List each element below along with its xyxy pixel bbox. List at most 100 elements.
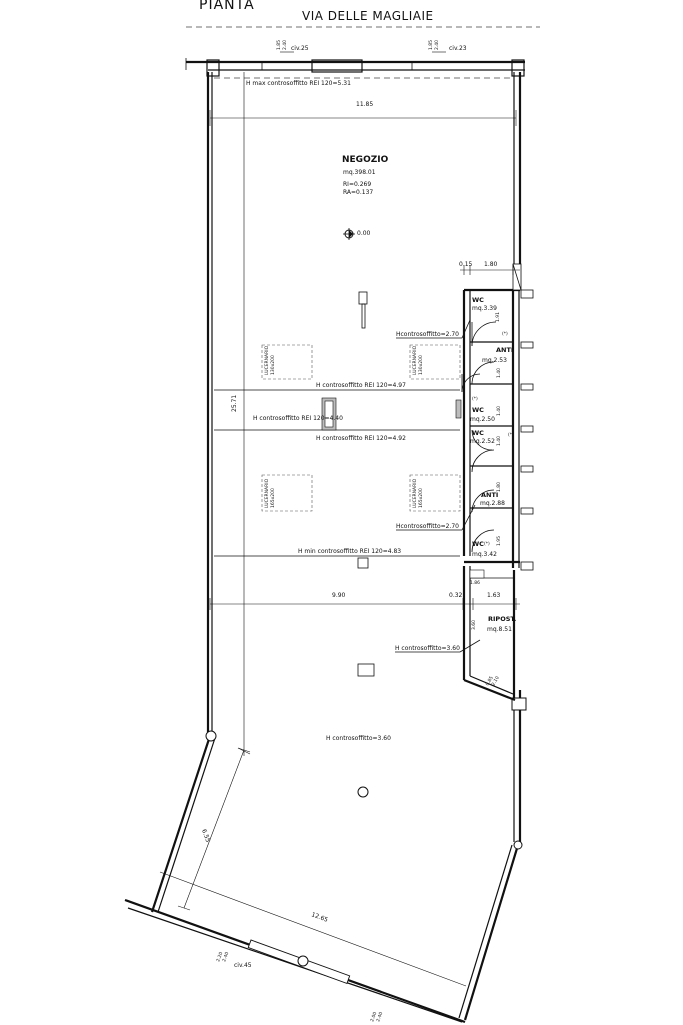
svg-text:mq.398.01: mq.398.01 bbox=[343, 169, 376, 176]
svg-text:1.86: 1.86 bbox=[470, 580, 480, 586]
svg-text:2.20: 2.20 bbox=[215, 951, 224, 963]
room-wc1: WC mq.3.39 1.91 (*) bbox=[472, 296, 508, 337]
room-anti1: ANTI mq.2.53 1.40 bbox=[482, 346, 513, 378]
entrance-civ23: 1.85 2.40 civ.23 bbox=[428, 40, 467, 53]
top-facade bbox=[186, 59, 525, 77]
svg-text:165x200: 165x200 bbox=[270, 488, 276, 508]
svg-text:RI=0.269: RI=0.269 bbox=[343, 181, 371, 188]
ceiling-h492: H controsoffitto REI 120=4.92 bbox=[316, 435, 406, 442]
svg-text:1.85: 1.85 bbox=[428, 40, 434, 50]
svg-text:LUCERNARIO: LUCERNARIO bbox=[264, 345, 270, 375]
svg-text:LUCERNARIO: LUCERNARIO bbox=[412, 478, 418, 508]
svg-text:RIPOST.: RIPOST. bbox=[488, 615, 516, 623]
column-fixture-stem bbox=[361, 303, 366, 329]
dim-width-top: 11.85 bbox=[209, 101, 517, 126]
svg-text:3.60: 3.60 bbox=[471, 620, 477, 630]
svg-text:130x200: 130x200 bbox=[270, 355, 276, 375]
svg-text:mq.2.88: mq.2.88 bbox=[480, 500, 505, 507]
svg-text:0.85: 0.85 bbox=[485, 675, 495, 687]
room-ripost: 1.86 RIPOST. mq.8.51 3.60 0.85 2.10 bbox=[462, 566, 516, 702]
svg-text:ANTI: ANTI bbox=[496, 346, 513, 354]
svg-text:1.80: 1.80 bbox=[496, 482, 502, 492]
room-name-negozio: NEGOZIO bbox=[342, 155, 389, 165]
svg-text:165x200: 165x200 bbox=[418, 488, 424, 508]
ceiling-h270b: Hcontrosoffitto=2.70 bbox=[396, 523, 459, 530]
column-fixture-2 bbox=[357, 557, 369, 569]
ceiling-h360b: H controsoffitto=3.60 bbox=[326, 735, 391, 742]
entrance-civ45-label: civ.45 bbox=[234, 962, 252, 969]
room-wc3: WC mq.2.52 (*) 1.40 bbox=[470, 429, 514, 446]
svg-text:WC: WC bbox=[472, 296, 484, 304]
skylight-3: LUCERNARIO 165x200 bbox=[261, 474, 313, 512]
svg-text:0.15: 0.15 bbox=[459, 261, 473, 268]
services-block bbox=[455, 263, 534, 571]
svg-text:mq.2.53: mq.2.53 bbox=[482, 357, 507, 364]
svg-text:WC: WC bbox=[472, 406, 484, 414]
dim-height-total: 25.71 bbox=[231, 72, 251, 756]
room-wc4: WC (*) mq.3.42 1.95 bbox=[472, 536, 502, 558]
svg-text:1.63: 1.63 bbox=[487, 592, 501, 599]
entrance-civ25: 1.85 2.40 civ.25 bbox=[276, 40, 309, 53]
plan-title: PIANTA bbox=[199, 0, 255, 13]
ceiling-h360a: H controsoffitto=3.60 bbox=[395, 645, 460, 652]
svg-text:1.80: 1.80 bbox=[484, 261, 498, 268]
svg-text:1.40: 1.40 bbox=[496, 406, 502, 416]
svg-text:WC: WC bbox=[472, 429, 484, 437]
room-wc2: (*) WC mq.2.50 1.40 bbox=[470, 396, 502, 423]
svg-text:2.00: 2.00 bbox=[369, 1011, 378, 1023]
svg-text:(*): (*) bbox=[484, 541, 490, 547]
skylight-2: LUCERNARIO 130x200 bbox=[409, 344, 461, 380]
svg-text:(*): (*) bbox=[502, 331, 508, 337]
shop-label: NEGOZIO mq.398.01 RI=0.269 RA=0.137 bbox=[342, 155, 389, 196]
svg-text:25.71: 25.71 bbox=[231, 395, 238, 412]
svg-text:1.85: 1.85 bbox=[276, 40, 282, 50]
room-anti2: ANTI mq.2.88 1.80 bbox=[480, 482, 505, 507]
svg-text:2.40: 2.40 bbox=[221, 951, 230, 963]
svg-text:11.85: 11.85 bbox=[356, 101, 373, 108]
ceiling-hmin: H min controsoffitto REI 120=4.83 bbox=[298, 548, 401, 555]
svg-text:mq.2.50: mq.2.50 bbox=[470, 416, 495, 423]
svg-text:2.40: 2.40 bbox=[375, 1011, 384, 1023]
svg-text:(*): (*) bbox=[508, 432, 514, 438]
ceiling-h497: H controsoffitto REI 120=4.97 bbox=[316, 382, 406, 389]
svg-text:1.40: 1.40 bbox=[496, 436, 502, 446]
entrance-civ23-label: civ.23 bbox=[449, 45, 467, 52]
svg-text:ANTI: ANTI bbox=[481, 491, 498, 499]
svg-text:mq.3.39: mq.3.39 bbox=[472, 305, 497, 312]
skylight-4: LUCERNARIO 165x200 bbox=[409, 474, 461, 512]
svg-text:12.65: 12.65 bbox=[310, 911, 329, 924]
dim-bottom-shop: 9.90 0.32 1.63 bbox=[209, 592, 520, 610]
skylight-1: LUCERNARIO 130x200 bbox=[261, 344, 313, 380]
svg-text:0.00: 0.00 bbox=[357, 230, 371, 237]
dim-diagonal-655: 6.55 bbox=[177, 747, 251, 911]
svg-text:1.91: 1.91 bbox=[495, 312, 501, 322]
ceiling-hmax: H max controsoffitto REI 120=5.31 bbox=[246, 80, 351, 87]
entrance-civ25-label: civ.25 bbox=[291, 45, 309, 52]
column-round bbox=[357, 786, 369, 798]
svg-text:mq.8.51: mq.8.51 bbox=[487, 626, 512, 633]
svg-text:(*): (*) bbox=[472, 396, 478, 402]
column-fixture-3 bbox=[357, 663, 375, 677]
svg-text:9.90: 9.90 bbox=[332, 592, 346, 599]
ceiling-h440: H controsoffitto REI 120=4.40 bbox=[253, 415, 343, 422]
svg-text:RA=0.137: RA=0.137 bbox=[343, 189, 373, 196]
street-name: VIA DELLE MAGLIAIE bbox=[302, 9, 434, 23]
svg-text:LUCERNARIO: LUCERNARIO bbox=[264, 478, 270, 508]
bottom-facade: 2.20 2.40 civ.45 2.00 2.40 bbox=[215, 939, 384, 1023]
svg-text:mq.2.52: mq.2.52 bbox=[470, 438, 495, 445]
column-fixture bbox=[358, 291, 368, 305]
svg-text:1.40: 1.40 bbox=[496, 368, 502, 378]
svg-text:6.55: 6.55 bbox=[200, 828, 211, 843]
perimeter-walls bbox=[124, 58, 527, 1024]
svg-text:1.95: 1.95 bbox=[496, 536, 502, 546]
svg-text:WC: WC bbox=[472, 540, 484, 548]
svg-text:mq.3.42: mq.3.42 bbox=[472, 551, 497, 558]
svg-text:0.32: 0.32 bbox=[449, 592, 463, 599]
svg-text:2.10: 2.10 bbox=[491, 675, 501, 687]
svg-text:2.40: 2.40 bbox=[282, 40, 288, 50]
svg-text:LUCERNARIO: LUCERNARIO bbox=[412, 345, 418, 375]
dim-services-top: 0.15 1.80 bbox=[459, 261, 520, 275]
svg-text:130x200: 130x200 bbox=[418, 355, 424, 375]
elevation-marker: 0.00 bbox=[343, 228, 371, 240]
